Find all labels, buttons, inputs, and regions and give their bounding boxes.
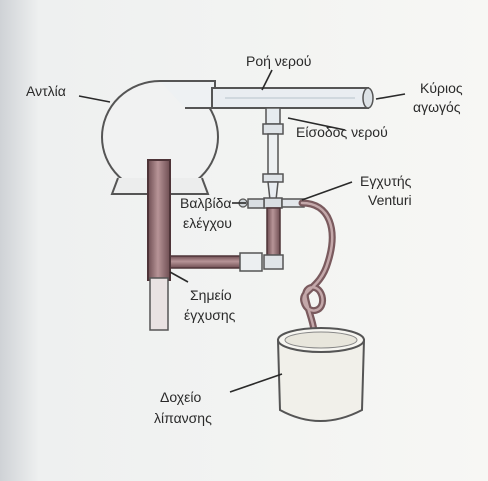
label-injector-2: Venturi [368,192,412,208]
label-valve-1: Βαλβίδα [180,195,231,211]
label-injector-1: Εγχυτής [360,173,412,189]
label-water-flow: Ροή νερού [246,53,311,69]
label-main-pipe-1: Κύριος [420,80,463,96]
label-pump: Αντλία [26,83,66,99]
fertilizer-tank [278,328,364,421]
label-tank-2: λίπανσης [154,410,212,426]
label-main-pipe-2: αγωγός [413,99,461,115]
return-pipe [267,208,280,258]
injection-pipe [162,256,242,268]
main-pipe [212,88,373,108]
label-valve-2: ελέγχου [183,215,232,231]
label-tank-1: Δοχείο [160,389,201,405]
label-water-inlet: Είσοδος νερού [296,124,388,140]
label-injection-point-1: Σημείο [190,287,232,303]
suction-pipe [148,160,170,330]
label-injection-point-2: έγχυσης [184,307,236,323]
